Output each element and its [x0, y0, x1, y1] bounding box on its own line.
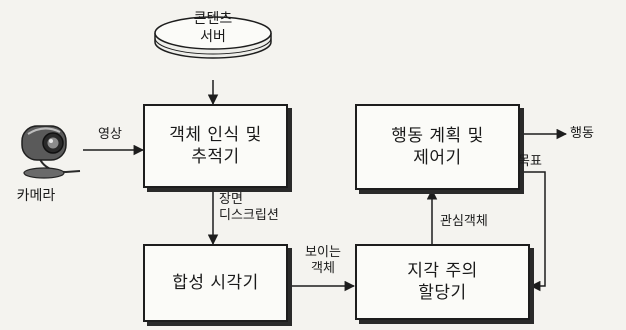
- content-server-disk: [154, 16, 272, 59]
- goal-edge-label: 목표: [518, 154, 542, 169]
- perceptual-attention-allocator-box: 지각 주의 할당기: [355, 244, 530, 320]
- image-edge-label: 영상: [98, 127, 122, 142]
- synthetic-vision-box: 합성 시각기: [143, 244, 288, 322]
- content-server-label: 콘텐츠 서버: [193, 11, 233, 45]
- action-output-label: 행동: [570, 126, 594, 141]
- visible-objects-edge-label: 보이는 객체: [305, 245, 341, 276]
- camera-label: 카메라: [16, 188, 56, 204]
- object-recognition-tracker-box: 객체 인식 및 추적기: [143, 104, 288, 188]
- action-planning-controller-box: 행동 계획 및 제어기: [355, 104, 520, 190]
- object-of-interest-edge-label: 관심객체: [440, 214, 488, 229]
- camera-icon: [21, 125, 81, 179]
- scene-description-edge-label: 장면 디스크립션: [219, 192, 279, 223]
- arrow-goal-feedback: [520, 171, 546, 292]
